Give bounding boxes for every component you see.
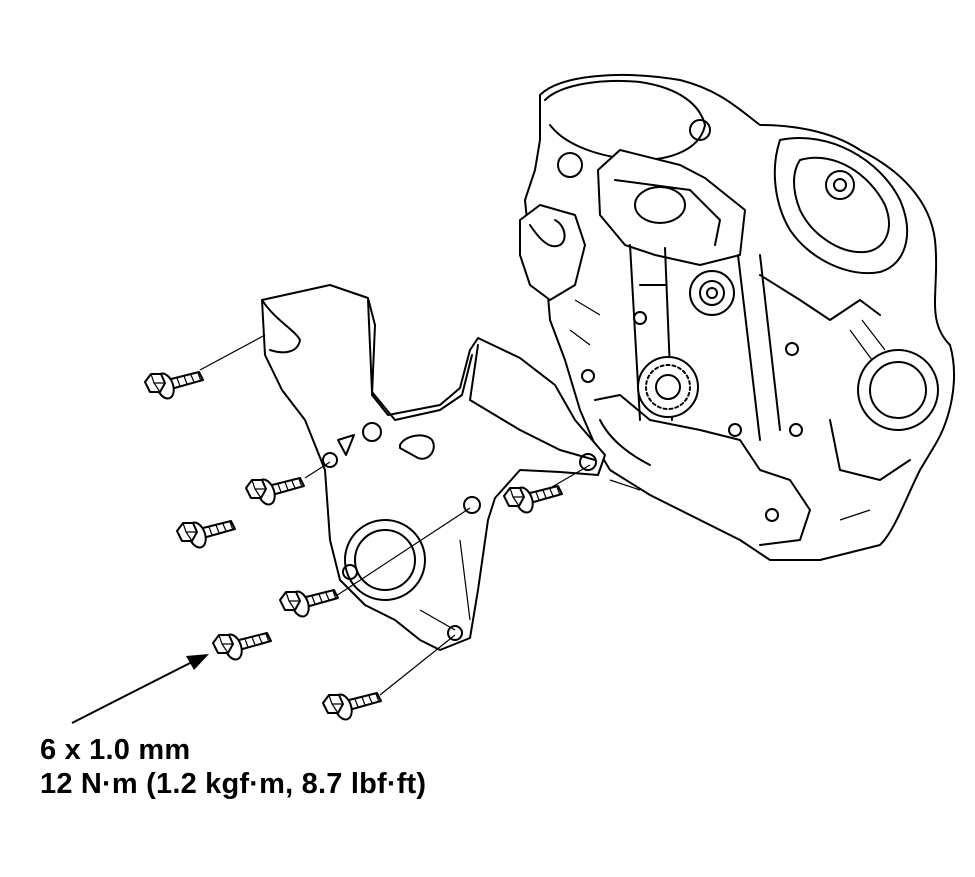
engine-block xyxy=(519,74,956,561)
leader-lines xyxy=(199,334,591,696)
bolt-5 xyxy=(279,588,339,620)
bolt-2 xyxy=(245,476,305,508)
bolt-size-label: 6 x 1.0 mm xyxy=(40,734,191,766)
torque-spec-label: 12 N·m (1.2 kgf·m, 8.7 lbf·ft) xyxy=(40,768,427,800)
bolt-3 xyxy=(176,519,236,551)
lower-timing-belt-cover xyxy=(261,284,606,651)
bolt-1 xyxy=(144,370,204,402)
callout-arrow xyxy=(71,654,209,724)
bolt-7 xyxy=(322,691,382,723)
bolt-4 xyxy=(503,484,563,516)
bolt-6 xyxy=(212,631,272,663)
